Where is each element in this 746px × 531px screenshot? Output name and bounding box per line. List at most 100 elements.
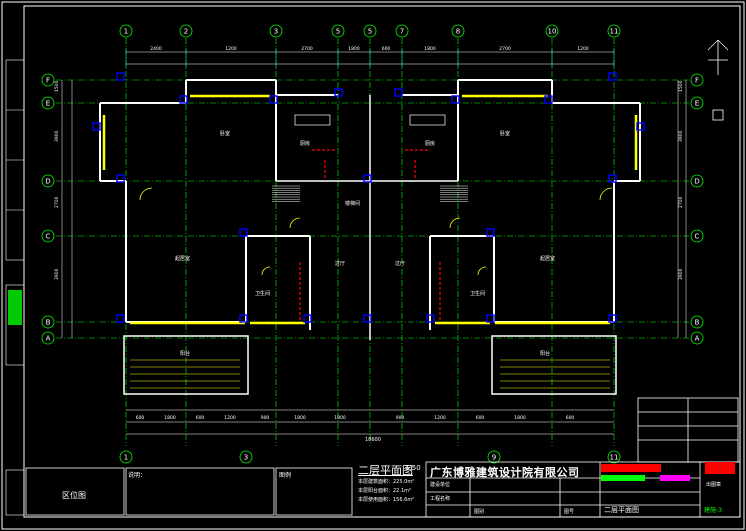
plan-scale: 1:50: [405, 464, 421, 472]
axis-label: 1: [124, 454, 128, 462]
room-stair: 楼梯间: [345, 201, 361, 207]
tb-sheet-code: 建施-3: [704, 507, 722, 514]
room-bedroom-left: 卧室: [220, 131, 231, 137]
axis-label: 3: [274, 28, 278, 36]
room-toilet-left: 卫生间: [255, 291, 271, 297]
dim-text: 900: [396, 415, 405, 421]
axis-label: D: [45, 178, 50, 186]
door-swing: [261, 266, 271, 276]
dim-text: 3900: [54, 268, 60, 280]
column: [239, 228, 248, 237]
column: [334, 88, 343, 97]
axis-bubble-icon: [690, 174, 704, 188]
column: [608, 174, 617, 183]
axis-bubble-top: 7: [395, 24, 409, 38]
title-block: [425, 397, 741, 518]
dim-text: 1800: [294, 415, 306, 421]
dim-text: 600: [196, 415, 205, 421]
axis-label: 11: [610, 454, 619, 462]
column: [486, 314, 495, 323]
axis-bubble-top: 2: [179, 24, 193, 38]
dim-text: 1200: [225, 46, 237, 52]
balcony-left: [123, 335, 249, 395]
north-arrow-icon: [707, 39, 729, 121]
room-living-left: 起居室: [175, 256, 191, 262]
axis-label: D: [694, 178, 699, 186]
axis-bubble-icon: [119, 24, 133, 38]
column: [608, 72, 617, 81]
plan-title: 二层平面图: [358, 464, 413, 477]
axis-bubble-icon: [119, 450, 133, 464]
dim-text: 600: [382, 46, 391, 52]
room-kitchen-left: 厨房: [300, 141, 311, 147]
axis-grid: [56, 38, 690, 446]
axis-bubble-top: 1: [119, 24, 133, 38]
inner-frame: [23, 5, 741, 518]
axis-bubble-right: A: [690, 331, 704, 345]
dim-text: 3900: [678, 130, 684, 142]
dim-text: 1800: [424, 46, 436, 52]
column: [486, 228, 495, 237]
legend-heading: 图例: [279, 472, 292, 479]
dim-text: 1200: [224, 415, 236, 421]
dim-text: 2700: [499, 46, 511, 52]
axis-bubble-icon: [690, 229, 704, 243]
column: [92, 122, 101, 131]
dim-text: 1500: [54, 80, 60, 92]
tb-row-category: 图别: [474, 509, 485, 515]
total-width-dim: 18600: [365, 437, 381, 443]
axis-bubble-left: F: [41, 73, 55, 87]
dim-text: 600: [136, 415, 145, 421]
axis-bubble-right: B: [690, 315, 704, 329]
axis-label: 5: [368, 28, 372, 36]
tb-row-client: 建设单位: [430, 482, 451, 488]
dim-text: 3900: [678, 268, 684, 280]
balcony-right: [491, 335, 617, 395]
axis-bubble-top: 3: [269, 24, 283, 38]
axis-bubble-icon: [269, 24, 283, 38]
axis-label: E: [46, 100, 50, 108]
axis-bubble-icon: [487, 450, 501, 464]
column: [608, 314, 617, 323]
dim-text: 1500: [678, 80, 684, 92]
room-toilet-right: 卫生间: [470, 291, 486, 297]
axis-bubble-icon: [41, 174, 55, 188]
axis-bubble-right: C: [690, 229, 704, 243]
axis-bubble-icon: [690, 96, 704, 110]
axis-bubble-bottom: 3: [239, 450, 253, 464]
dim-text: 600: [566, 415, 575, 421]
column: [544, 95, 553, 104]
tb-row-project: 工程名称: [430, 496, 451, 502]
axis-bubble-icon: [41, 229, 55, 243]
dim-text: 900: [261, 415, 270, 421]
dim-text: 2700: [54, 196, 60, 208]
dim-text: 1200: [434, 415, 446, 421]
dim-text: 1800: [164, 415, 176, 421]
dim-text: 2400: [150, 46, 162, 52]
door-swing: [139, 187, 153, 201]
axis-label: B: [695, 319, 700, 327]
axis-label: 9: [492, 454, 496, 462]
binding-strip: [5, 6, 25, 517]
axis-bubble-icon: [545, 24, 559, 38]
axis-label: A: [46, 335, 51, 343]
axis-bubble-top: 10: [545, 24, 559, 38]
axis-label: C: [46, 233, 51, 241]
column: [116, 174, 125, 183]
project-stamp: [601, 464, 661, 472]
axis-label: 10: [548, 28, 557, 36]
company-name: 广东博雅建筑设计院有限公司: [430, 466, 580, 479]
project-code-bar: [601, 475, 645, 481]
tb-row-number: 图号: [564, 509, 575, 515]
axis-bubble-bottom: 9: [487, 450, 501, 464]
axis-bubble-top: 8: [451, 24, 465, 38]
axis-bubble-left: A: [41, 331, 55, 345]
axis-bubble-icon: [41, 73, 55, 87]
axis-bubble-icon: [607, 450, 621, 464]
door-swing: [477, 266, 487, 276]
kitchen-counter: [294, 114, 331, 126]
axis-label: 3: [244, 454, 248, 462]
axis-bubble-left: B: [41, 315, 55, 329]
column: [116, 72, 125, 81]
